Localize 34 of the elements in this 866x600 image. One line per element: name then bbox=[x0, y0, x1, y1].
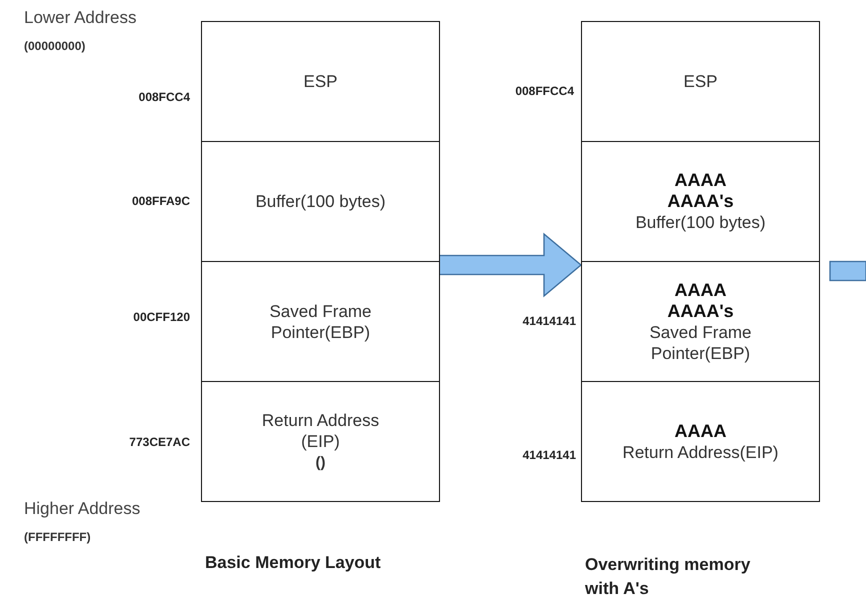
memory-cell bbox=[581, 261, 820, 382]
address-note: Lower Address bbox=[24, 8, 136, 28]
memory-cell bbox=[201, 141, 440, 262]
cell-text: Buffer(100 bytes) bbox=[255, 191, 386, 212]
caption: Overwriting memory with A's bbox=[585, 554, 752, 600]
memory-cell bbox=[201, 261, 440, 382]
memory-cell bbox=[201, 21, 440, 142]
address-label: 41414141 bbox=[522, 314, 576, 328]
address-label: 008FCC4 bbox=[138, 90, 190, 104]
address-label: 008FFA9C bbox=[132, 194, 190, 208]
cell-text: ESP bbox=[303, 71, 338, 92]
address-note: Higher Address bbox=[24, 499, 140, 519]
cell-text: Return Address (EIP) bbox=[260, 410, 380, 452]
address-note: (FFFFFFFF) bbox=[24, 530, 91, 544]
cell-text: Saved Frame Pointer(EBP) bbox=[268, 300, 373, 342]
memory-cell bbox=[201, 381, 440, 502]
block-arrow bbox=[829, 260, 866, 282]
address-label: 773CE7AC bbox=[129, 435, 190, 449]
caption: Basic Memory Layout bbox=[205, 553, 381, 573]
cell-text: Return Address(EIP) bbox=[622, 442, 778, 462]
cell-text: AAAA bbox=[674, 420, 728, 442]
cell-text: Buffer(100 bytes) bbox=[635, 212, 766, 233]
address-label: 00CFF120 bbox=[133, 310, 190, 324]
cell-text: AAAA AAAA's bbox=[666, 170, 735, 212]
memory-cell bbox=[581, 141, 820, 262]
cell-text: ESP bbox=[683, 71, 718, 92]
address-label: 41414141 bbox=[522, 448, 576, 462]
cell-text: AAAA AAAA's bbox=[666, 280, 735, 322]
cell-text: () bbox=[316, 453, 326, 473]
memory-cell bbox=[581, 381, 820, 502]
address-label: 008FFCC4 bbox=[515, 84, 574, 98]
cell-text: Saved Frame Pointer(EBP) bbox=[648, 322, 753, 364]
address-note: (00000000) bbox=[24, 39, 86, 53]
memory-cell bbox=[581, 21, 820, 142]
